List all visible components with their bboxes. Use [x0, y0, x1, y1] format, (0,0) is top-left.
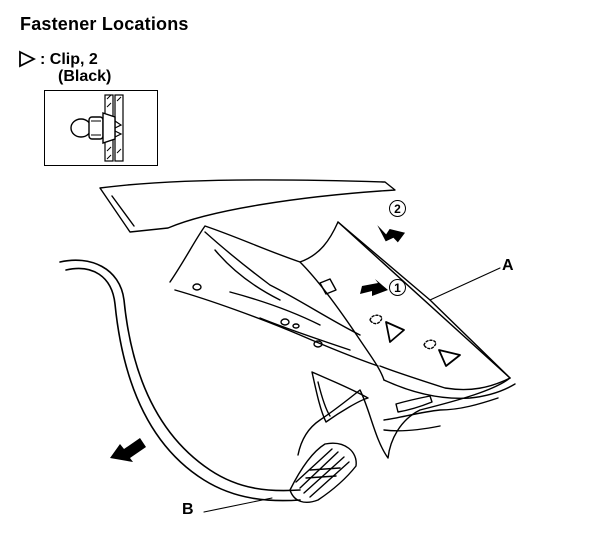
removal-direction-arrow — [110, 438, 146, 462]
vent-grille — [289, 442, 357, 503]
callout-a: A — [502, 257, 514, 274]
clip-detail-inset — [44, 90, 158, 166]
roof-headliner — [99, 179, 396, 233]
pull-arrow-2 — [377, 225, 406, 243]
quarter-window-opening — [311, 371, 369, 423]
fastener-legend: : Clip, 2 (Black) — [18, 50, 111, 85]
page-title: Fastener Locations — [20, 14, 189, 34]
legend-clip-label: : Clip, 2 — [40, 50, 98, 68]
clip-detail-illustration — [70, 94, 124, 162]
callout-b: B — [182, 501, 194, 518]
clip-marker-2 — [438, 349, 461, 367]
pull-arrow-1 — [360, 279, 388, 296]
rear-pillar-trim — [169, 221, 511, 459]
clip-marker-1 — [385, 321, 405, 343]
clip-triangle-icon — [19, 50, 36, 68]
legend-color-note: (Black) — [58, 68, 112, 85]
step-2-marker: 2 — [389, 200, 406, 217]
step-1-marker: 1 — [389, 279, 406, 296]
weatherstrip — [59, 259, 301, 492]
